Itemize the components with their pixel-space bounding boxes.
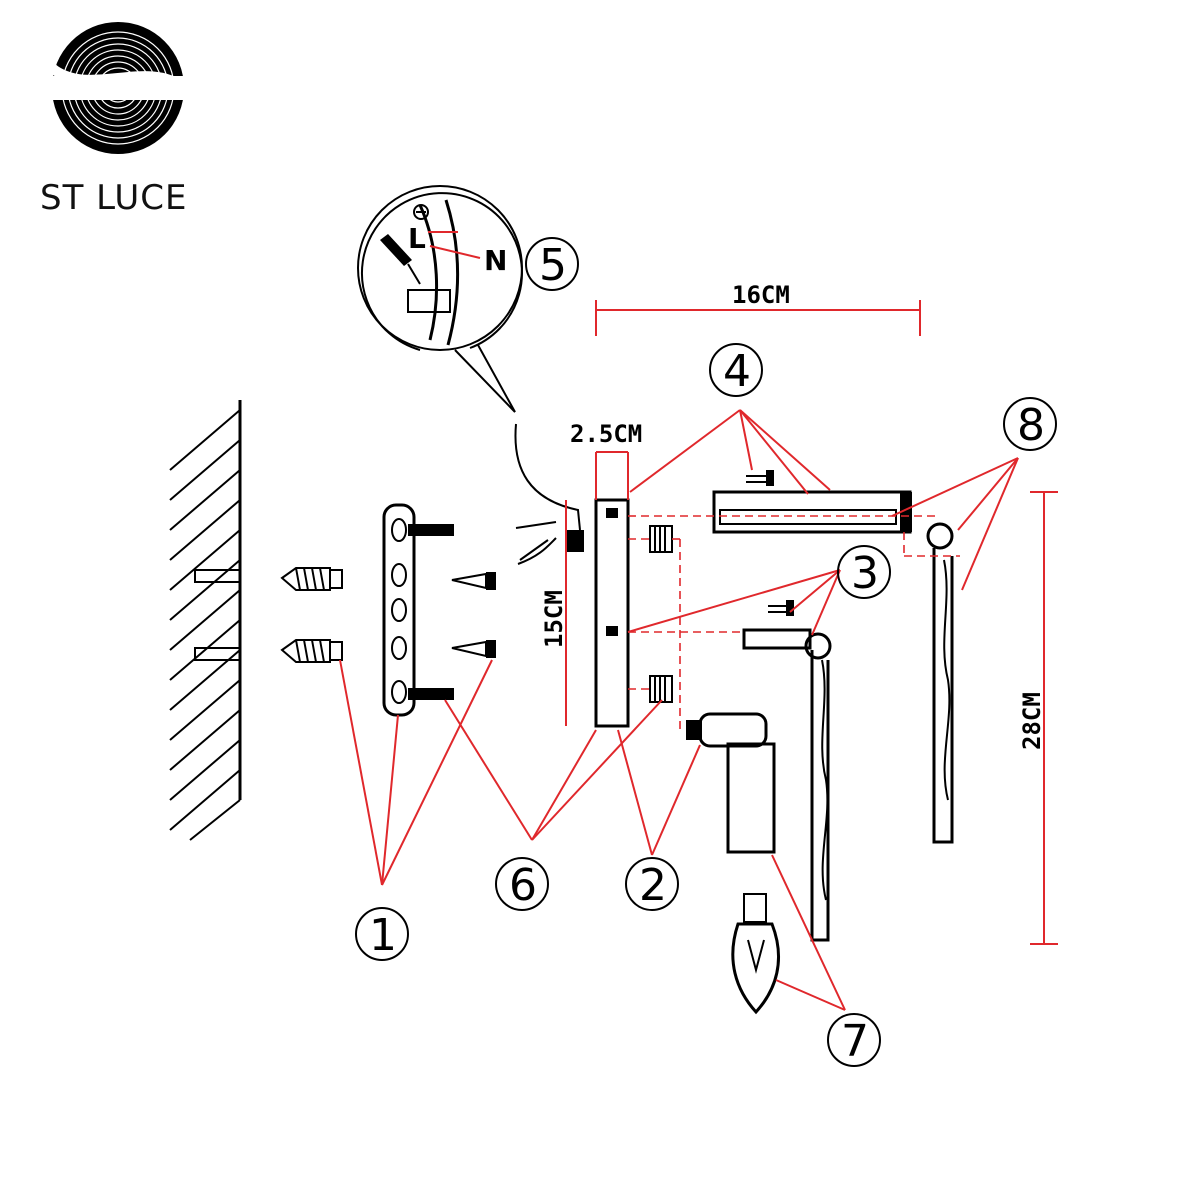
wiring-detail-bubble: L N: [357, 185, 523, 413]
connector-wires: [515, 521, 557, 565]
svg-text:4: 4: [723, 346, 751, 397]
dim-height-shade: 28CM: [1018, 692, 1046, 750]
dim-depth-base: 2.5CM: [570, 420, 642, 448]
callout-5: 5: [525, 237, 579, 291]
callout-7: 7: [827, 1013, 881, 1067]
mounting-bracket: [382, 503, 454, 717]
supply-cable: [514, 423, 581, 531]
callout-3: 3: [837, 545, 891, 599]
callout-4: 4: [709, 343, 763, 397]
brand-logo-icon: [48, 22, 188, 154]
leader-lines: [339, 409, 1019, 1011]
candle-bulb-icon: [731, 893, 780, 1015]
svg-text:2: 2: [639, 860, 667, 911]
svg-text:5: 5: [539, 240, 567, 291]
svg-text:6: 6: [509, 860, 537, 911]
callout-6: 6: [495, 857, 549, 911]
lower-arm: [742, 600, 832, 660]
dim-width-total: 16CM: [732, 281, 790, 309]
callout-1: 1: [355, 907, 409, 961]
dim-height-base: 15CM: [540, 590, 568, 648]
shade-bar-long: [926, 522, 954, 844]
svg-text:7: 7: [841, 1016, 869, 1067]
knurled-nut-bottom: [649, 675, 673, 703]
screwdriver-icon: [380, 234, 421, 285]
screw-bottom: [451, 640, 496, 658]
lamp-holder: [686, 712, 776, 854]
wall-hatch-icon: [169, 400, 242, 841]
screw-top: [451, 572, 496, 590]
svg-text:3: 3: [851, 548, 879, 599]
svg-text:1: 1: [369, 910, 397, 961]
wire-live-label: L: [408, 222, 426, 255]
brand-name: ST LUCE: [40, 178, 188, 218]
wall-plug-bottom: [280, 639, 343, 663]
knurled-nut-top: [649, 525, 673, 553]
upper-arm: [712, 470, 912, 534]
wall-plug-top: [280, 567, 343, 591]
cable-gland: [566, 530, 584, 552]
base-canopy: [594, 498, 630, 728]
callout-8: 8: [1003, 397, 1057, 451]
ground-symbol-icon: [413, 204, 429, 220]
svg-text:8: 8: [1017, 400, 1045, 451]
wire-neutral-label: N: [484, 244, 507, 277]
shade-bar-short: [810, 650, 830, 942]
callout-2: 2: [625, 857, 679, 911]
